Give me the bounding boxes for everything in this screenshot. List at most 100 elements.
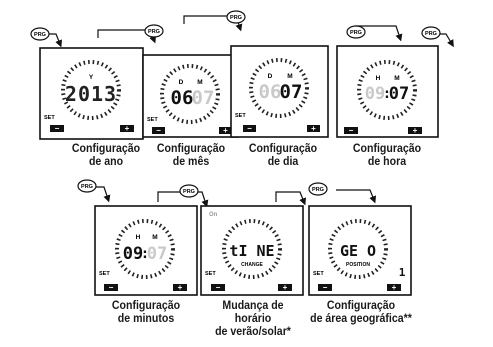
prg-label: PRG	[183, 189, 195, 195]
hour-digits: 09	[123, 244, 143, 264]
plus-label: +	[178, 283, 183, 292]
plus-label: +	[223, 126, 228, 135]
time-colon: :	[383, 86, 391, 102]
caption-line-1: Mudança de	[222, 300, 284, 312]
caption-line-3: de verão/solar*	[215, 326, 291, 338]
set-label: SET	[313, 271, 324, 277]
hour-digits: 09	[365, 84, 385, 104]
prg-label: PRG	[350, 30, 362, 36]
caption-line-2: de área geográfica**	[310, 313, 412, 325]
minute-digits: 07	[389, 84, 409, 104]
minus-label: −	[349, 126, 354, 135]
plus-label: +	[125, 124, 130, 133]
prg-label: PRG	[81, 184, 93, 190]
prg-button-5[interactable]: PRG	[421, 26, 441, 40]
plus-button[interactable]: +	[120, 124, 134, 133]
prg-button-group: PRG PRG PRG PRG PRG PRG PRG PRG	[30, 10, 441, 198]
screen-day: D M 06 07 SET − +	[230, 45, 329, 138]
hour-indicator: H	[136, 234, 141, 241]
display-digits: tI NE	[229, 242, 274, 260]
prg-button-4[interactable]: PRG	[346, 25, 366, 39]
plus-label: +	[413, 126, 418, 135]
minus-button[interactable]: −	[152, 126, 165, 135]
caption-line-2: de hora	[367, 156, 407, 168]
minus-button[interactable]: −	[344, 126, 358, 135]
caption-year: Configuração de ano	[58, 143, 154, 169]
hour-indicator: H	[376, 75, 381, 82]
caption-line-2: de minutos	[117, 313, 175, 325]
set-label: SET	[205, 271, 216, 277]
minus-label: −	[247, 124, 252, 133]
plus-label: +	[311, 124, 316, 133]
month-indicator: M	[197, 79, 202, 86]
prg-button-1[interactable]: PRG	[30, 27, 50, 41]
caption-time-change: Mudança de horário de verão/solar*	[202, 300, 303, 339]
minus-button[interactable]: −	[318, 283, 332, 292]
set-label: SET	[147, 117, 158, 123]
minute-indicator: M	[152, 234, 157, 241]
screen-hour: H M 09 : 07 − +	[336, 45, 439, 138]
minus-button[interactable]: −	[211, 283, 225, 292]
screen-minutes: H M 09 : 07 SET − +	[94, 205, 198, 296]
plus-button[interactable]: +	[219, 126, 232, 135]
set-label: SET	[235, 113, 246, 119]
month-digits: 07	[192, 87, 215, 109]
caption-line-1: Configuração	[326, 300, 396, 312]
day-indicator: D	[179, 79, 184, 86]
caption-line-1: Configuração	[156, 143, 226, 155]
prg-label: PRG	[312, 187, 324, 193]
prg-button-7[interactable]: PRG	[179, 184, 199, 198]
display-caption: POSITION	[346, 262, 370, 268]
plus-button[interactable]: +	[387, 283, 401, 292]
prg-label: PRG	[425, 31, 437, 37]
caption-line-2: de dia	[267, 156, 299, 168]
plus-button[interactable]: +	[408, 126, 422, 135]
set-label: SET	[44, 115, 55, 121]
display-caption: CHANGE	[241, 262, 263, 268]
caption-line-1: Configuração	[71, 143, 141, 155]
caption-hour: Configuração de hora	[342, 143, 432, 169]
day-indicator: D	[268, 73, 273, 80]
minus-button[interactable]: −	[50, 124, 64, 133]
screen-month: D M 06 07 SET − +	[142, 54, 239, 138]
connector-9	[336, 189, 377, 204]
minus-label: −	[156, 126, 161, 135]
plus-button[interactable]: +	[173, 283, 187, 292]
caption-line-1: Configuração	[248, 143, 318, 155]
caption-month: Configuração de mês	[151, 143, 232, 169]
set-label: SET	[99, 271, 110, 277]
caption-line-2: horário	[234, 313, 272, 325]
year-indicator: Y	[89, 74, 94, 81]
month-indicator: M	[287, 73, 292, 80]
prg-button-6[interactable]: PRG	[77, 179, 97, 193]
month-digits: 07	[280, 81, 303, 103]
minus-label: −	[323, 283, 328, 292]
caption-minutes: Configuração de minutos	[98, 300, 194, 326]
minute-digits: 07	[147, 244, 167, 264]
prg-button-3[interactable]: PRG	[226, 10, 246, 24]
prg-label: PRG	[148, 29, 160, 35]
screen-year: Y 2013 SET − +	[39, 47, 144, 140]
year-digits: 2013	[65, 82, 117, 106]
screen-time-change: On tI NE CHANGE SET − +	[200, 205, 304, 296]
caption-geo-area: Configuração de área geográfica**	[304, 300, 418, 326]
day-digits: 06	[171, 87, 194, 109]
time-colon: :	[141, 246, 149, 262]
caption-line-1: Configuração	[111, 300, 181, 312]
connector-8	[275, 191, 307, 206]
caption-line-1: Configuração	[352, 143, 422, 155]
minute-indicator: M	[394, 75, 399, 82]
minus-button[interactable]: −	[243, 124, 256, 133]
minus-button[interactable]: −	[104, 283, 118, 292]
prg-button-2[interactable]: PRG	[144, 24, 164, 38]
display-digits: GE O	[340, 242, 376, 260]
minus-label: −	[109, 283, 114, 292]
prg-label: PRG	[34, 32, 46, 38]
plus-button[interactable]: +	[278, 283, 292, 292]
prg-button-8[interactable]: PRG	[308, 182, 328, 196]
caption-line-2: de ano	[88, 156, 124, 168]
prg-label: PRG	[230, 15, 242, 21]
caption-line-2: de mês	[172, 156, 210, 168]
plus-button[interactable]: +	[307, 124, 320, 133]
